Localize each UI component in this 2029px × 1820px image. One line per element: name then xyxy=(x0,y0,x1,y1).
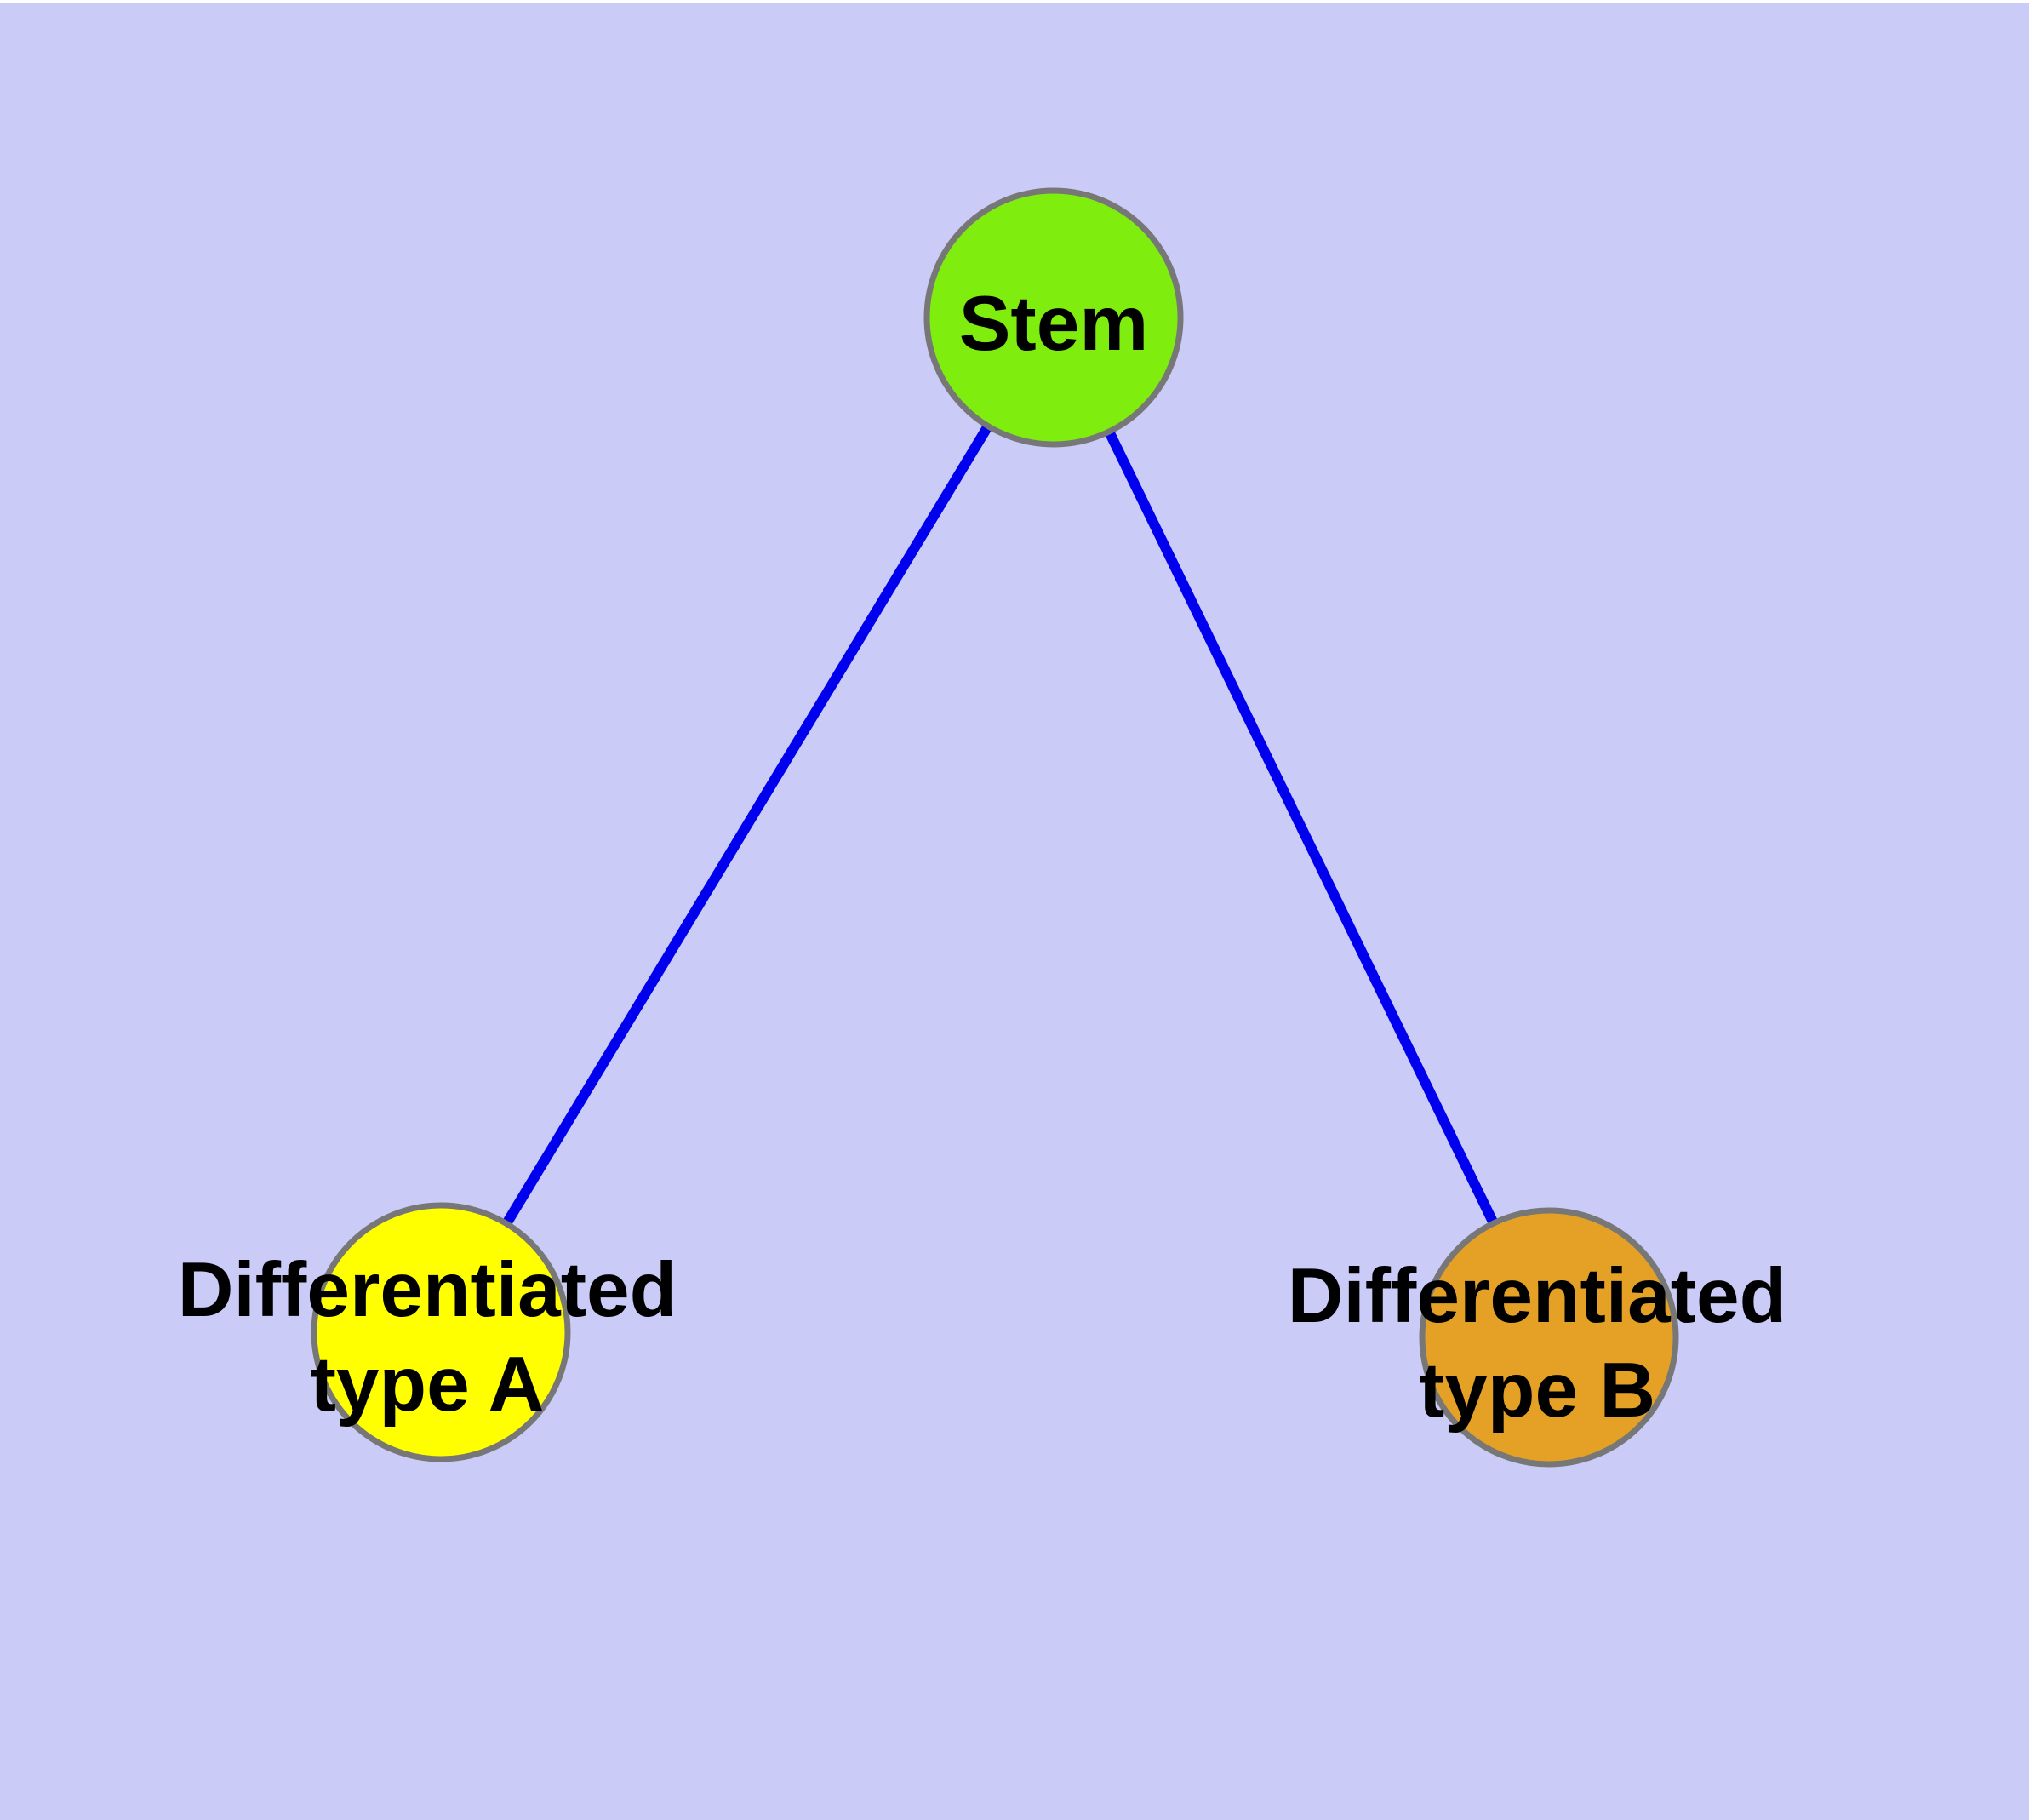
type-a-node-label-line1: Differentiated xyxy=(178,1247,677,1333)
type-b-node-label-line1: Differentiated xyxy=(1288,1253,1787,1339)
type-b-node-label-line2: type B xyxy=(1419,1348,1655,1434)
type-a-node xyxy=(311,1202,571,1462)
stem-node-label: Stem xyxy=(959,281,1149,367)
edge-stem-to-type-a xyxy=(436,314,1059,1336)
type-b-node xyxy=(1419,1207,1679,1468)
edge-stem-to-type-b xyxy=(1049,315,1554,1340)
type-a-node-label-line2: type A xyxy=(311,1342,545,1428)
stem-node xyxy=(923,187,1184,448)
